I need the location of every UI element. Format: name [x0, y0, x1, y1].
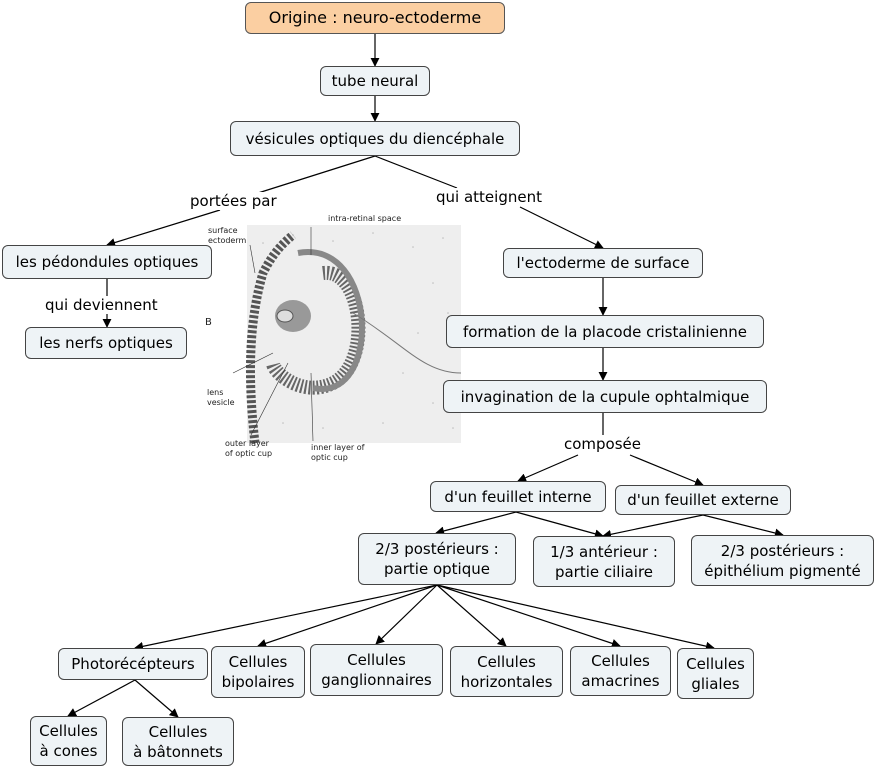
link-label-composee: composée	[561, 435, 645, 453]
edge-externe-postpig	[702, 514, 784, 538]
node-tube-neural[interactable]: tube neural	[320, 66, 430, 96]
node-posterieurs-pigmente[interactable]: 2/3 postérieurs :épithélium pigmenté	[691, 535, 874, 586]
figure-letter: B	[205, 317, 212, 328]
figure-label-intra-retinal: intra-retinal space	[328, 214, 401, 223]
edge-postopt-horizontales	[436, 584, 507, 647]
figure-label-outer-1: outer layer	[225, 439, 270, 448]
node-feuillet-interne[interactable]: d'un feuillet interne	[430, 481, 606, 512]
edge-vesicules-portees	[257, 155, 376, 194]
link-label-atteignent: qui atteignent	[433, 188, 545, 206]
figure-label-lens: lens	[207, 388, 223, 397]
node-pedoncules-optiques[interactable]: les pédondules optiques	[2, 245, 212, 279]
edge-interne-postopt	[435, 511, 517, 536]
edge-photo-cones	[67, 679, 136, 717]
node-placode[interactable]: formation de la placode cristalinienne	[446, 315, 764, 348]
edge-postopt-ganglionnaires	[375, 584, 438, 645]
edge-photo-batonnets	[134, 679, 179, 718]
edge-postopt-photo	[134, 584, 438, 651]
link-label-portees: portées par	[187, 192, 280, 210]
edge-interne-antcil	[515, 511, 604, 539]
edge-postopt-bipolaires	[257, 584, 438, 648]
node-invagination[interactable]: invagination de la cupule ophtalmique	[443, 380, 767, 413]
edge-composee-externe	[629, 454, 704, 487]
node-origine[interactable]: Origine : neuro-ectoderme	[245, 2, 505, 34]
edge-portees-pedoncules	[106, 209, 221, 247]
figure-label-vesicle: vesicle	[207, 398, 235, 407]
optic-cup-figure: intra-retinal space surface ectoderm B l…	[205, 214, 462, 462]
edge-postopt-gliales	[436, 584, 715, 651]
link-label-deviennent: qui deviennent	[42, 296, 161, 314]
figure-label-ectoderm: ectoderm	[208, 236, 247, 245]
node-nerfs-optiques[interactable]: les nerfs optiques	[25, 327, 187, 359]
node-photorecepteurs[interactable]: Photorécépteurs	[58, 648, 208, 680]
figure-label-inner-1: inner layer of	[311, 443, 365, 452]
edge-vesicules-atteignent	[374, 155, 458, 189]
figure-label-outer-2: of optic cup	[225, 449, 272, 458]
edge-atteignent-ectoderme	[519, 206, 604, 249]
node-posterieurs-optique[interactable]: 2/3 postérieurs :partie optique	[358, 533, 516, 585]
node-feuillet-externe[interactable]: d'un feuillet externe	[615, 485, 791, 515]
node-vesicules-optiques[interactable]: vésicules optiques du diencéphale	[230, 121, 520, 156]
edge-composee-interne	[517, 454, 579, 482]
node-ectoderme-surface[interactable]: l'ectoderme de surface	[503, 248, 703, 278]
edge-externe-antcil	[602, 514, 704, 539]
node-anterieur-ciliaire[interactable]: 1/3 antérieur :partie ciliaire	[533, 536, 675, 587]
figure-label-inner-2: optic cup	[311, 453, 348, 462]
edge-postopt-amacrines	[436, 584, 621, 648]
figure-label-surface: surface	[208, 226, 238, 235]
